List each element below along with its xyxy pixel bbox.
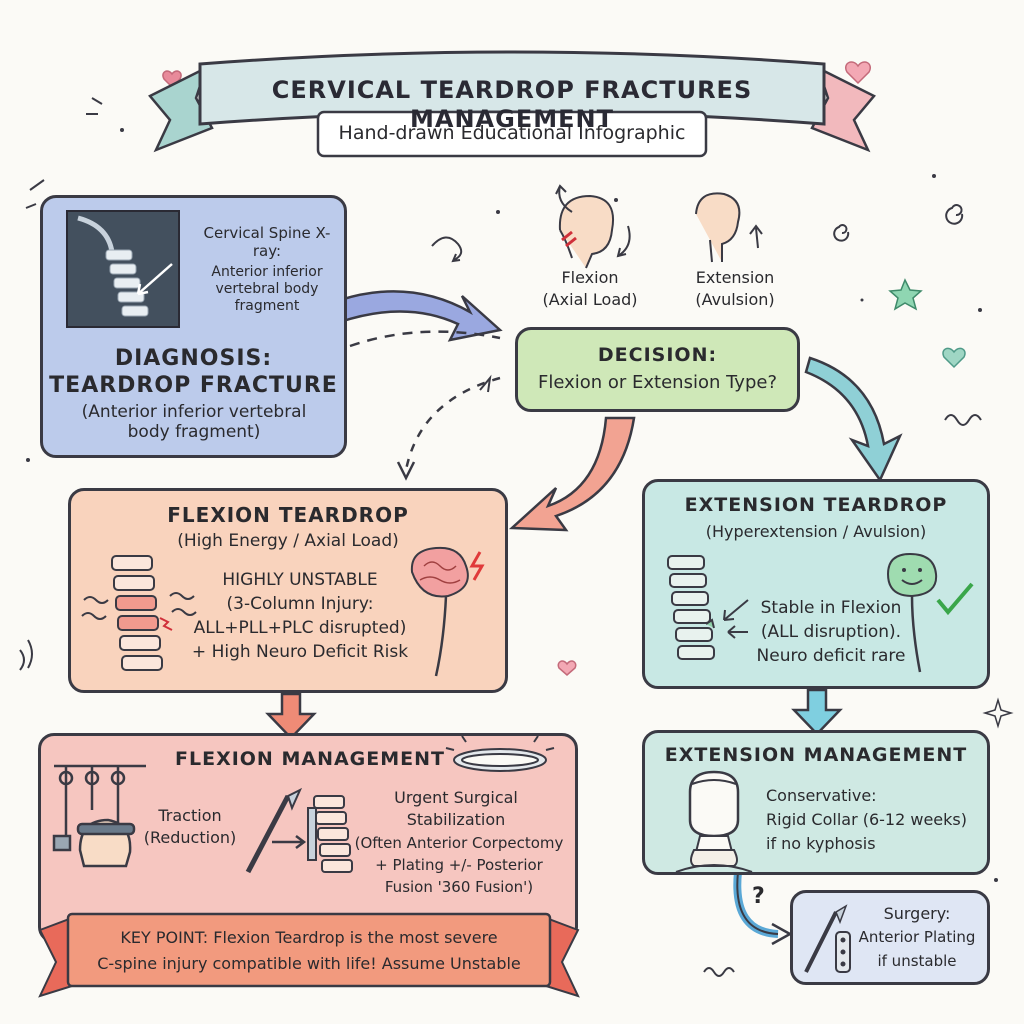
surgery-line-3: (Often Anterior Corpectomy xyxy=(354,834,564,852)
extension-line-2: (ALL disruption). xyxy=(760,622,902,642)
scalpel-icon xyxy=(245,787,303,874)
sparkle-icon xyxy=(982,697,1014,729)
scalpel-icon xyxy=(804,904,848,973)
curl-arrow xyxy=(431,236,463,261)
arrow-flexion-to-mgmt xyxy=(265,692,317,740)
flexion-head-icon xyxy=(555,184,631,269)
decision-box xyxy=(515,327,800,412)
xray-detail: Anterior inferior vertebral body fragmen… xyxy=(211,264,323,314)
decision-heading: DECISION: xyxy=(597,344,718,366)
key-point-line-1: KEY POINT: Flexion Teardrop is the most … xyxy=(120,928,498,947)
arrow-extension-to-mgmt xyxy=(791,688,843,736)
flexion-line-3: + High Neuro Deficit Risk xyxy=(191,642,409,662)
diagnosis-heading: DIAGNOSIS: xyxy=(114,346,273,371)
traction-frame-icon xyxy=(52,764,146,868)
key-point-line-2: C-spine injury compatible with life! Ass… xyxy=(97,954,521,973)
flexion-line-1: (3-Column Injury: xyxy=(226,594,374,614)
decision-question: Flexion or Extension Type? xyxy=(537,372,778,393)
flexion-subheading: (High Energy / Axial Load) xyxy=(177,531,399,551)
checkmark-icon xyxy=(936,582,974,616)
swirl-icon xyxy=(945,204,964,225)
extension-heading: EXTENSION TEARDROP xyxy=(684,494,948,516)
question-mark: ? xyxy=(752,884,765,909)
flexion-heading: FLEXION TEARDROP xyxy=(167,503,409,527)
arrow-decision-to-extension xyxy=(804,356,903,483)
surgery-alt-line-1: Surgery: xyxy=(883,904,951,923)
mechanism-flexion-label: Flexion xyxy=(561,268,619,287)
surgery-alt-line-2: Anterior Plating xyxy=(858,928,976,946)
surgery-line-1: Urgent Surgical xyxy=(394,788,518,807)
flexion-mgmt-heading: FLEXION MANAGEMENT xyxy=(175,748,445,770)
heart-icon xyxy=(557,660,577,676)
extension-head-icon xyxy=(695,192,763,263)
diagnosis-heading-2: TEARDROP FRACTURE xyxy=(49,373,338,398)
happy-brain-icon xyxy=(886,552,938,673)
xray-image xyxy=(66,210,180,328)
page-subtitle: Hand-drawn Educational Infographic xyxy=(338,122,686,144)
page-title: CERVICAL TEARDROP FRACTURES MANAGEMENT xyxy=(271,76,753,133)
surgery-alt-line-3: if unstable xyxy=(877,952,957,970)
mechanism-extension-sublabel: (Avulsion) xyxy=(695,290,775,309)
heart-icon xyxy=(942,347,966,369)
mechanism-extension-label: Extension xyxy=(695,268,775,287)
extension-line-1: Stable in Flexion xyxy=(760,598,902,618)
surgery-line-5: Fusion '360 Fusion') xyxy=(384,878,534,896)
traction-sublabel: (Reduction) xyxy=(143,828,237,847)
arrow-decision-to-flexion xyxy=(508,416,636,532)
extension-mgmt-line-2: Rigid Collar (6-12 weeks) xyxy=(766,810,967,829)
traction-label: Traction xyxy=(158,806,222,825)
cervical-spine-icon xyxy=(77,215,173,317)
fractured-spine-icon xyxy=(111,555,173,671)
star-icon xyxy=(888,278,923,311)
squiggle xyxy=(944,414,982,426)
extension-subheading: (Hyperextension / Avulsion) xyxy=(705,522,927,541)
surgery-line-4: + Plating +/- Posterior xyxy=(375,856,543,874)
mechanism-flexion-sublabel: (Axial Load) xyxy=(542,290,638,309)
spine-icon xyxy=(667,555,715,660)
halo-ring-icon xyxy=(445,735,555,772)
extension-line-3: Neuro deficit rare xyxy=(756,646,906,666)
neck-collar-icon xyxy=(675,770,753,873)
xray-label: Cervical Spine X-ray: xyxy=(203,224,331,260)
heart-icon xyxy=(845,61,871,85)
brain-icon xyxy=(410,546,485,677)
swirl-icon xyxy=(833,224,850,242)
flexion-instability: HIGHLY UNSTABLE xyxy=(222,570,378,590)
extension-mgmt-line-1: Conservative: xyxy=(766,786,877,805)
flexion-line-2: ALL+PLL+PLC disrupted) xyxy=(193,618,407,638)
diagnosis-detail: (Anterior inferior vertebral body fragme… xyxy=(81,402,307,443)
extension-mgmt-heading: EXTENSION MANAGEMENT xyxy=(664,744,968,766)
extension-mgmt-line-3: if no kyphosis xyxy=(766,834,876,853)
squiggle xyxy=(703,967,735,977)
plated-spine-icon xyxy=(307,795,353,873)
plate-icon xyxy=(835,931,851,973)
surgery-line-2: Stabilization xyxy=(406,810,506,829)
